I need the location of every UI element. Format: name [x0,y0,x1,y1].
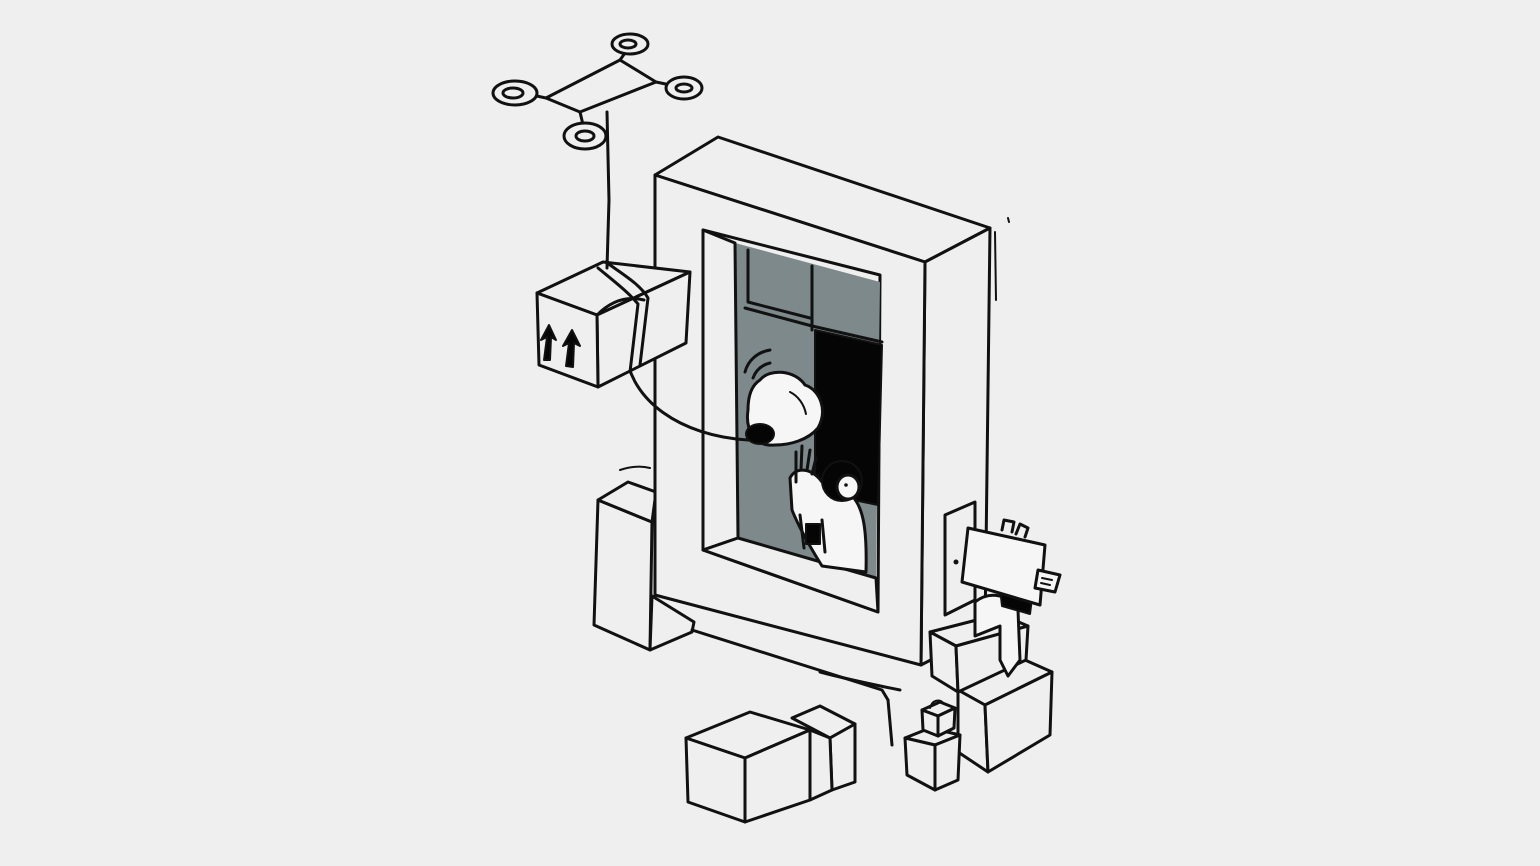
reader-note [1033,568,1062,594]
ground-box-back [790,704,857,802]
window-pane-lines [743,248,884,344]
open-doorway [814,329,883,506]
this-side-up-arrows-icon [540,324,581,368]
camera-lens [745,423,775,445]
person-in-window [788,444,868,574]
board-clip [1000,518,1030,539]
ground-box-tiny [920,699,957,738]
window-inner-left-wall [701,228,740,552]
hanging-parcel [535,260,692,389]
wifi-signal-icon [743,348,772,380]
drone-rotor [491,79,539,107]
camera-robot [743,348,824,447]
reader-board [960,526,1047,607]
drone-tether [605,110,611,270]
drone-rotor [610,32,650,56]
person-raised-hand [794,444,818,484]
frame-base [690,628,902,747]
drone-body [544,58,658,114]
drone-rotor [562,121,608,151]
drone-rotor [664,75,704,101]
window-ladder-block [805,523,821,545]
person-face [835,473,861,501]
window-inner-bottom-wall [701,536,880,614]
door-knob [953,559,959,565]
seated-reader [960,518,1062,678]
ground-box-small [903,726,962,792]
person-eye [844,483,848,487]
delivery-drone [491,32,704,151]
parcel-strap [595,260,650,374]
ground-box-large [684,710,812,824]
